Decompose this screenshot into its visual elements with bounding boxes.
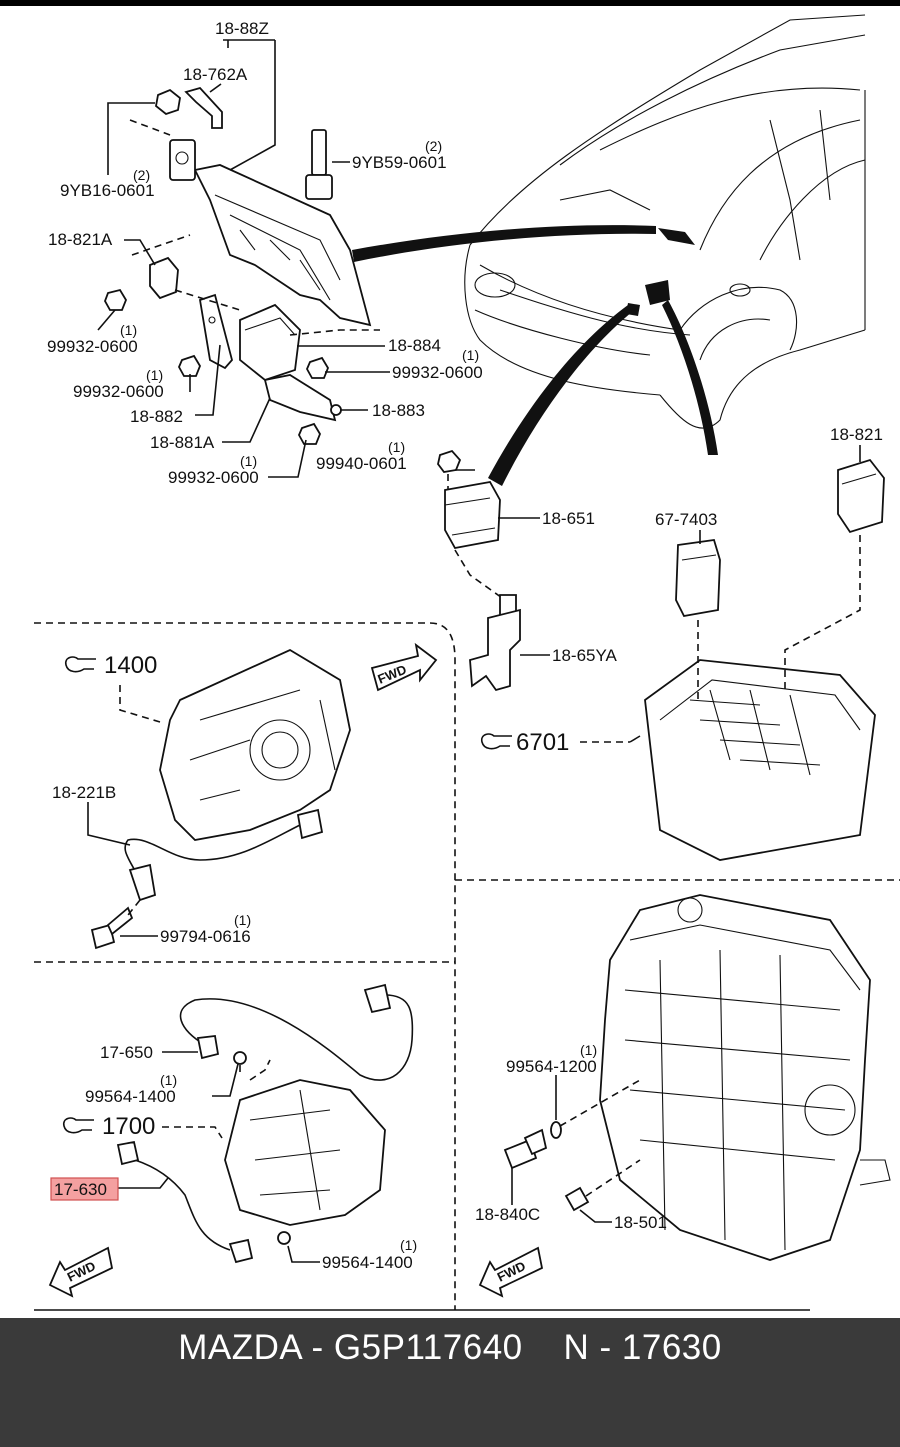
qty-99564-b: (1) [400, 1237, 417, 1253]
label-18-88z: 18-88Z [215, 19, 269, 38]
fuse-box-assembly [580, 445, 885, 861]
relay-assembly [437, 449, 550, 692]
qty-99932-c: (1) [146, 367, 163, 383]
ecu-bracket-assembly [104, 86, 380, 445]
qty-99564-a: (1) [160, 1072, 177, 1088]
label-9yb59: 9YB59-0601 [352, 153, 447, 172]
label-18-883: 18-883 [372, 401, 425, 420]
ref-1700-label: 1700 [102, 1113, 155, 1140]
qty-99940: (1) [388, 439, 405, 455]
label-17-630: 17-630 [54, 1180, 107, 1199]
parts-diagram: 18-88Z 18-762A (2) 9YB16-0601 (2) 9YB59-… [34, 14, 900, 1311]
label-99932-b: 99932-0600 [392, 363, 483, 382]
label-99794: 99794-0616 [160, 927, 251, 946]
label-99932-c: 99932-0600 [73, 382, 164, 401]
fwd-arrow-1 [370, 642, 438, 692]
qty-99932-d: (1) [240, 453, 257, 469]
label-18-821a: 18-821A [48, 230, 113, 249]
hand-pointer-icon [62, 1117, 94, 1134]
leaders-top-left [97, 39, 390, 478]
pointer-arrow-3 [662, 300, 718, 455]
label-9yb16: 9YB16-0601 [60, 181, 155, 200]
label-99564-b: 99564-1400 [322, 1253, 413, 1272]
label-18-882: 18-882 [130, 407, 183, 426]
section-divider-left [34, 622, 456, 1310]
label-18-221b: 18-221B [52, 783, 116, 802]
qty-99932-b: (1) [462, 347, 479, 363]
pointer-arrow-1 [352, 225, 656, 262]
label-99564-c: 99564-1200 [506, 1057, 597, 1076]
qty-99794: (1) [234, 912, 251, 928]
transmission-1400 [87, 648, 351, 950]
highlight-17-630 [50, 1177, 119, 1201]
top-border [0, 0, 900, 6]
qty-99932-a: (1) [120, 322, 137, 338]
label-67-7403: 67-7403 [655, 510, 717, 529]
ref-1700: 1700 [62, 1113, 155, 1140]
label-18-651: 18-651 [542, 509, 595, 528]
qty-9yb16: (2) [133, 167, 150, 183]
label-18-762a: 18-762A [183, 65, 248, 84]
hand-pointer-icon [480, 733, 512, 750]
qty-99564-c: (1) [580, 1042, 597, 1058]
engine-block [503, 894, 891, 1261]
fwd-arrow-3 [478, 1246, 544, 1298]
label-99932-d: 99932-0600 [168, 468, 259, 487]
label-99932-a: 99932-0600 [47, 337, 138, 356]
qty-9yb59: (2) [425, 138, 442, 154]
part-number-title: MAZDA - G5P117640 N - 17630 [178, 1328, 722, 1367]
hand-pointer-icon [64, 656, 96, 673]
label-99940: 99940-0601 [316, 454, 407, 473]
transmission-1700 [116, 983, 414, 1264]
label-18-881a: 18-881A [150, 433, 215, 452]
label-99564-a: 99564-1400 [85, 1087, 176, 1106]
label-18-65ya: 18-65YA [552, 646, 618, 665]
ref-1400-label: 1400 [104, 652, 157, 679]
pointer-arrow-2 [488, 305, 632, 486]
label-18-840c: 18-840C [475, 1205, 540, 1224]
label-17-650: 17-650 [100, 1043, 153, 1062]
ref-6701: 6701 [480, 729, 569, 756]
ref-1400: 1400 [64, 652, 157, 679]
car-illustration [464, 14, 866, 429]
fwd-arrow-2 [48, 1246, 114, 1298]
label-18-501: 18-501 [614, 1213, 667, 1232]
footer-bar [0, 1318, 900, 1447]
label-18-821: 18-821 [830, 425, 883, 444]
ref-6701-label: 6701 [516, 729, 569, 756]
label-18-884: 18-884 [388, 336, 441, 355]
